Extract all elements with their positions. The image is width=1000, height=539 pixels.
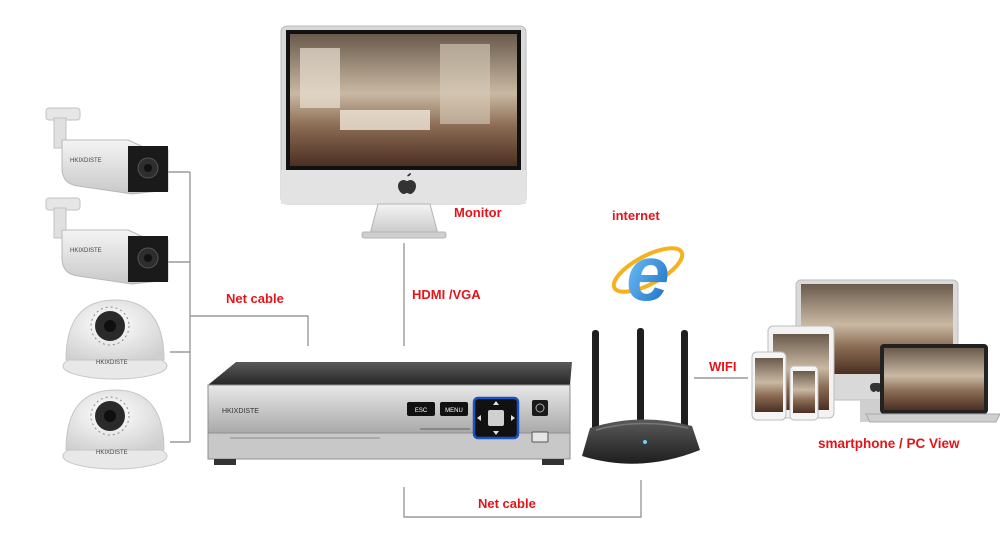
svg-text:e: e — [626, 229, 669, 317]
bullet-camera-1: HKIXDISTE — [45, 107, 169, 195]
hdmi-vga-label: HDMI /VGA — [412, 287, 481, 302]
dvr-usb-port — [531, 431, 549, 443]
internet-label: internet — [612, 208, 660, 223]
bullet-camera-2: HKIXDISTE — [45, 197, 169, 285]
dvr-power-button — [532, 400, 548, 416]
connection-lines — [168, 171, 748, 518]
apple-logo-icon — [398, 173, 416, 194]
monitor — [280, 25, 527, 239]
wifi-router — [582, 328, 700, 464]
dome-camera-1: HKIXDISTE — [62, 299, 168, 380]
pc-view-devices — [751, 279, 1000, 423]
camera-brand-text: HKIXDISTE — [70, 248, 102, 254]
net-cable-bottom-label: Net cable — [478, 496, 536, 511]
camera-brand-text: HKIXDISTE — [96, 360, 128, 366]
dvr-menu-label: MENU — [445, 408, 463, 414]
internet-explorer-icon: e — [611, 229, 685, 317]
dome-camera-2: HKIXDISTE — [62, 389, 168, 470]
camera-brand-text: HKIXDISTE — [70, 158, 102, 164]
router-antenna-center — [637, 328, 644, 428]
net-cable-to-dvr-line — [190, 315, 309, 346]
camera-brand-text: HKIXDISTE — [96, 450, 128, 456]
phone-device-small — [789, 365, 819, 421]
phone-device-large — [751, 351, 787, 421]
laptop-device — [865, 344, 1000, 423]
dvr-brand-text: HKIXDISTE — [222, 408, 259, 415]
monitor-label: Monitor — [454, 205, 502, 220]
net-cable-bottom-line — [403, 480, 642, 518]
net-cable-left-label: Net cable — [226, 291, 284, 306]
wifi-label: WIFI — [709, 359, 737, 374]
dvr-esc-label: ESC — [415, 408, 428, 414]
dvr-recorder: HKIXDISTE ESC MENU — [207, 362, 572, 465]
dvr-menu-button — [440, 402, 468, 416]
router-antenna-right — [681, 330, 688, 430]
dvr-esc-button — [407, 402, 435, 416]
router-antenna-left — [592, 330, 599, 430]
smartphone-pc-view-label: smartphone / PC View — [818, 436, 960, 451]
